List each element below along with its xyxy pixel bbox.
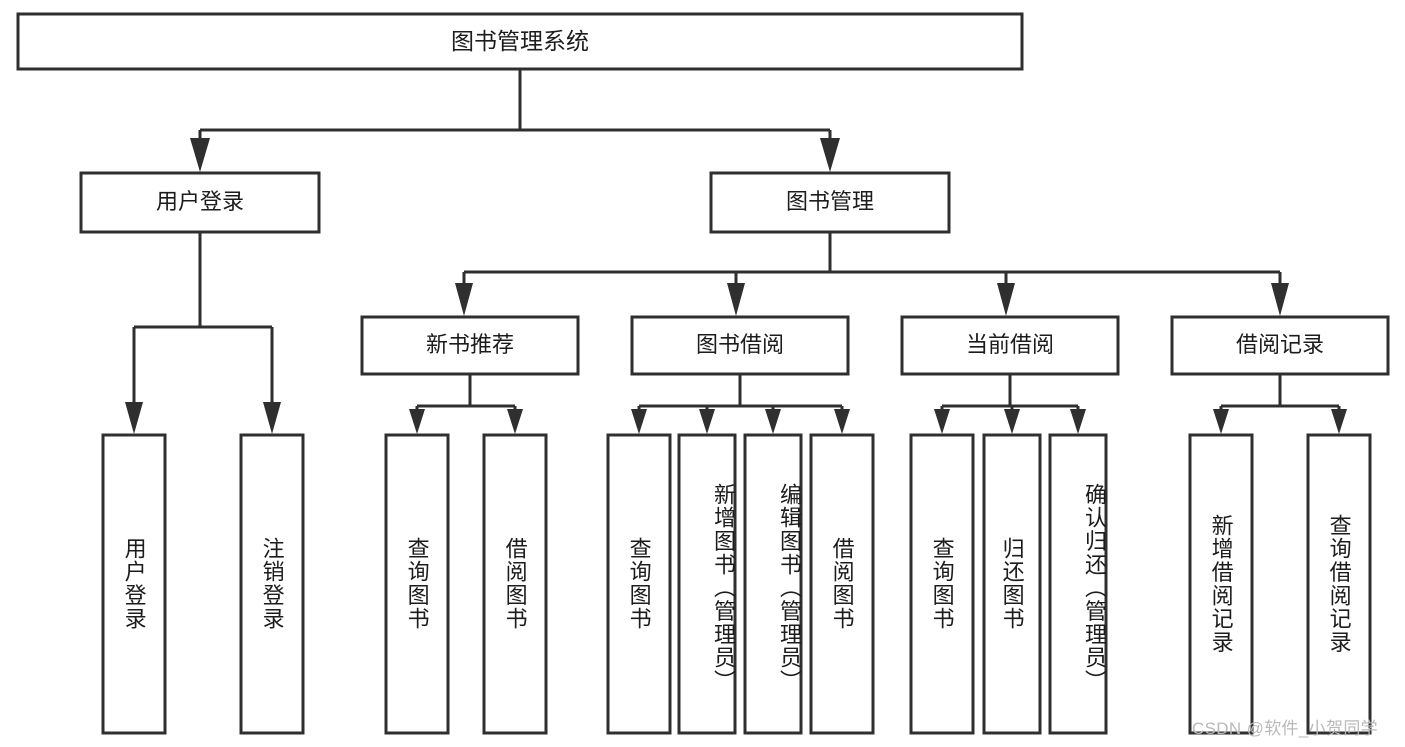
node-borrow-record-box[interactable] bbox=[1170, 315, 1390, 376]
arrow-to-leaf-user-login bbox=[125, 402, 143, 434]
node-leaf-logout-login-box[interactable] bbox=[239, 433, 305, 735]
arrow-to-book-management bbox=[820, 138, 840, 172]
csdn-watermark: CSDN @软件_小贺同学 bbox=[1192, 719, 1379, 738]
node-current-borrow[interactable]: 当前借阅 bbox=[900, 315, 1120, 376]
node-borrow-record-label: 借阅记录 bbox=[1236, 332, 1324, 357]
arrow-to-leaf-add-borrow-record bbox=[1213, 409, 1229, 434]
arrow-to-borrow-record bbox=[1271, 283, 1289, 316]
arrow-to-leaf-borrow-book-2 bbox=[834, 409, 850, 434]
arrow-to-leaf-confirm-return-admin bbox=[1070, 409, 1086, 434]
node-new-book-recommend-label: 新书推荐 bbox=[426, 332, 514, 357]
edge-group-borrow-record-to-leaves bbox=[1213, 374, 1347, 434]
arrow-to-leaf-return-book bbox=[1004, 409, 1020, 434]
node-book-borrow-label: 图书借阅 bbox=[696, 332, 784, 357]
node-leaf-return-book-box[interactable] bbox=[982, 433, 1042, 735]
node-leaf-add-book-admin-box[interactable] bbox=[677, 433, 737, 735]
arrow-to-leaf-borrow-book-1 bbox=[507, 409, 523, 434]
arrow-to-leaf-query-book-2 bbox=[631, 409, 647, 434]
node-leaf-add-borrow-record-box[interactable] bbox=[1188, 433, 1254, 735]
node-root[interactable]: 图书管理系统 bbox=[16, 12, 1024, 71]
edge-group-user-login-to-leaves bbox=[125, 232, 281, 434]
node-leaf-user-login-box[interactable] bbox=[101, 433, 167, 735]
node-leaf-confirm-return-admin-box[interactable] bbox=[1048, 433, 1108, 735]
node-borrow-record[interactable]: 借阅记录 bbox=[1170, 315, 1390, 376]
edge-group-book-management-to-level3 bbox=[455, 232, 1289, 316]
arrow-to-leaf-add-book-admin bbox=[699, 409, 715, 434]
node-book-management-label: 图书管理 bbox=[786, 189, 874, 214]
node-user-login[interactable]: 用户登录 bbox=[79, 171, 321, 234]
arrow-to-book-borrow bbox=[727, 283, 745, 316]
node-leaf-query-borrow-record-box[interactable] bbox=[1306, 433, 1372, 735]
node-leaf-query-book-3-box[interactable] bbox=[909, 433, 975, 735]
edge-group-new-book-recommend-to-leaves bbox=[409, 374, 523, 434]
node-leaf-borrow-book-1-box[interactable] bbox=[482, 433, 548, 735]
edge-group-book-borrow-to-leaves bbox=[631, 374, 850, 434]
node-book-management-box[interactable] bbox=[709, 171, 951, 234]
node-book-management[interactable]: 图书管理 bbox=[709, 171, 951, 234]
arrow-to-user-login bbox=[190, 138, 210, 172]
edge-group-current-borrow-to-leaves bbox=[934, 374, 1086, 434]
node-leaf-edit-book-admin-box[interactable] bbox=[743, 433, 803, 735]
node-root-label: 图书管理系统 bbox=[451, 28, 589, 54]
node-current-borrow-box[interactable] bbox=[900, 315, 1120, 376]
arrow-to-leaf-logout-login bbox=[263, 402, 281, 434]
node-leaf-query-book-2-box[interactable] bbox=[606, 433, 672, 735]
arrow-to-leaf-query-borrow-record bbox=[1331, 409, 1347, 434]
node-user-login-label: 用户登录 bbox=[156, 189, 244, 214]
node-root-box[interactable] bbox=[16, 12, 1024, 71]
node-user-login-box[interactable] bbox=[79, 171, 321, 234]
node-book-borrow-box[interactable] bbox=[630, 315, 850, 376]
node-book-borrow[interactable]: 图书借阅 bbox=[630, 315, 850, 376]
arrow-to-current-borrow bbox=[997, 283, 1015, 316]
arrow-to-leaf-query-book-1 bbox=[409, 409, 425, 434]
node-leaf-borrow-book-2-box[interactable] bbox=[809, 433, 875, 735]
leaf-boxes bbox=[101, 433, 1372, 735]
arrow-to-leaf-query-book-3 bbox=[934, 409, 950, 434]
edge-group-root-to-level2 bbox=[190, 69, 840, 172]
arrow-to-new-book-recommend bbox=[455, 283, 473, 316]
node-new-book-recommend-box[interactable] bbox=[360, 315, 580, 376]
arrow-to-leaf-edit-book-admin bbox=[765, 409, 781, 434]
node-new-book-recommend[interactable]: 新书推荐 bbox=[360, 315, 580, 376]
node-leaf-query-book-1-box[interactable] bbox=[384, 433, 450, 735]
node-current-borrow-label: 当前借阅 bbox=[966, 332, 1054, 357]
